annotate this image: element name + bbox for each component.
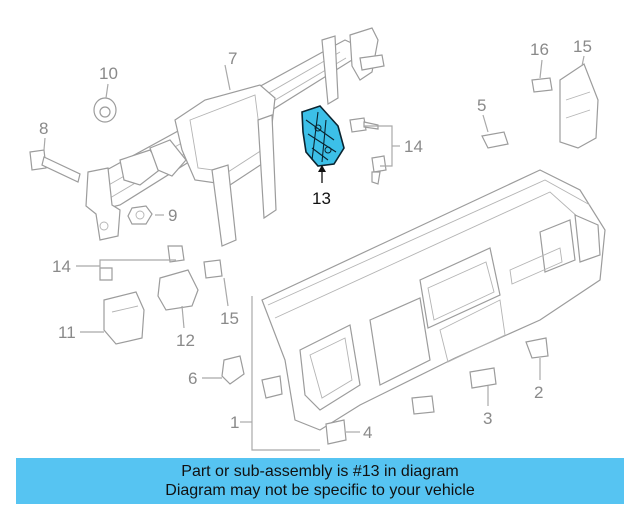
part-17-clip: [531, 77, 553, 93]
callout-8: 8: [39, 119, 48, 138]
banner-line-part: Part or sub-assembly is #13 in diagram: [181, 463, 459, 480]
callout-1: 1: [230, 413, 239, 432]
callout-17: 16: [530, 40, 549, 59]
part-6-clip: [221, 355, 245, 385]
callout-14-lower: 14: [52, 257, 71, 276]
callout-13-arrow: [318, 165, 326, 183]
part-15-clip: [203, 259, 223, 279]
part-3-clip: [411, 367, 497, 415]
part-4-clip: [325, 419, 347, 445]
callout-4: 4: [363, 423, 372, 442]
instrument-panel: [261, 169, 606, 431]
banner-line-disclaimer: Diagram may not be specific to your vehi…: [165, 482, 475, 499]
callout-7: 7: [228, 49, 237, 68]
parts-diagram: 7 10 8 9 13 14 5 16 15 14 15 11 12 6 1 4…: [29, 27, 606, 451]
part-dash-clip: [261, 375, 283, 399]
callout-16: 15: [573, 37, 592, 56]
callout-3: 3: [483, 409, 492, 428]
callout-10: 10: [99, 64, 118, 83]
callout-14-upper: 14: [404, 137, 423, 156]
callout-12: 12: [176, 331, 195, 350]
callout-6: 6: [188, 369, 197, 388]
part-11-bracket: [103, 291, 145, 345]
callout-13: 13: [312, 189, 331, 208]
callout-9: 9: [168, 206, 177, 225]
leader-lines: [43, 55, 585, 451]
callout-5: 5: [477, 96, 486, 115]
part-13-bracket: [301, 105, 345, 167]
callout-11: 11: [58, 323, 76, 342]
part-16-end-cap: [559, 63, 599, 149]
part-10-grommet: [93, 97, 117, 123]
info-banner: Part or sub-assembly is #13 in diagram D…: [16, 458, 624, 504]
part-14-bolts-upper: [349, 117, 387, 185]
part-5-clip: [481, 131, 509, 149]
callout-2: 2: [534, 383, 543, 402]
part-14-bolt-lower: [99, 245, 185, 281]
part-2-clip: [525, 337, 549, 359]
part-8-bolt: [29, 149, 81, 183]
callout-15: 15: [220, 309, 239, 328]
cross-car-beam: [85, 27, 385, 247]
part-12-bracket: [157, 269, 199, 311]
part-9-nut: [127, 205, 153, 225]
